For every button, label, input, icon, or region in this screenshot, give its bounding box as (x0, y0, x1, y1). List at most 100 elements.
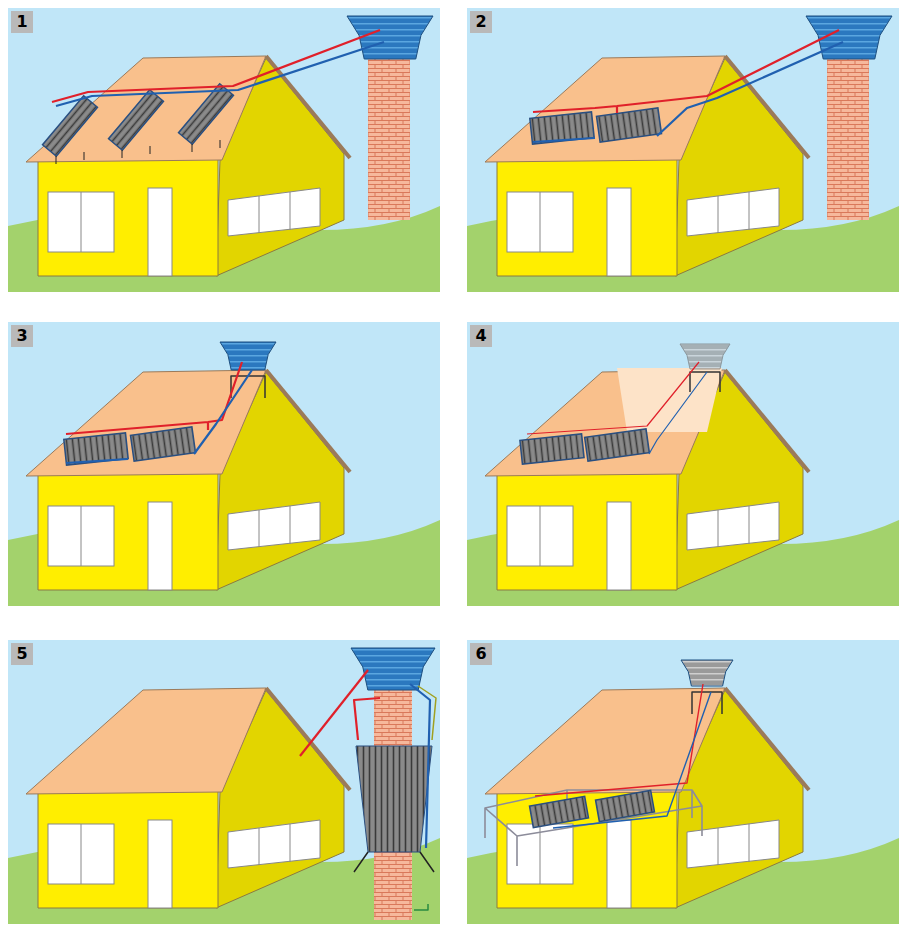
window (48, 192, 114, 252)
pipe (300, 670, 368, 756)
front-wall (497, 790, 677, 908)
callout-number: 2 (475, 14, 486, 30)
pipe (418, 686, 436, 740)
panel-number: 4 (470, 325, 492, 347)
pipe (266, 688, 350, 790)
window (687, 820, 779, 868)
water-tank (220, 342, 276, 370)
solar-collector (356, 746, 432, 852)
sky (8, 8, 440, 292)
pipe (553, 692, 711, 828)
pipe (718, 506, 749, 547)
pipe (56, 152, 84, 164)
panel-number: 3 (11, 325, 33, 347)
solar-collector (109, 90, 164, 151)
panel (8, 8, 440, 292)
panel (467, 8, 899, 292)
pipe (649, 372, 707, 454)
front-wall (38, 472, 218, 590)
water-tank (680, 344, 730, 369)
solar-collector (520, 434, 584, 464)
solar-collector (585, 429, 650, 461)
sky (8, 640, 440, 924)
pipe (81, 824, 82, 884)
water-tank (681, 660, 733, 686)
window (48, 506, 114, 566)
front-wall (497, 472, 677, 590)
pipe (266, 56, 350, 158)
solar-collector (596, 108, 661, 142)
pipe (535, 684, 703, 796)
pipe (192, 140, 220, 152)
pipe (718, 824, 749, 865)
pipe (725, 370, 809, 472)
callout-number: 1 (16, 14, 27, 30)
pipe (56, 42, 384, 106)
solar-collector (596, 790, 655, 821)
pipe (718, 192, 749, 233)
door (148, 502, 172, 590)
window (507, 506, 573, 566)
panel-number: 5 (11, 643, 33, 665)
window (687, 188, 779, 236)
pipe (410, 684, 430, 848)
door (148, 820, 172, 908)
roof (485, 56, 725, 162)
panel (467, 322, 899, 606)
door (607, 188, 631, 276)
roof (26, 370, 266, 476)
sky (467, 322, 899, 606)
pipe (66, 370, 252, 463)
sky (467, 640, 899, 924)
door (607, 502, 631, 590)
panel (467, 640, 899, 924)
front-wall (497, 158, 677, 276)
callout-number: 3 (16, 328, 27, 344)
window (228, 188, 320, 236)
chimney (368, 56, 410, 220)
pipe (527, 362, 699, 434)
front-wall (38, 158, 218, 276)
pipe (354, 852, 434, 872)
window (228, 502, 320, 550)
front-wall (38, 790, 218, 908)
panel (8, 640, 440, 924)
solar-collector (130, 427, 195, 461)
chimney (827, 56, 869, 220)
pipe (354, 698, 380, 740)
pipe (81, 192, 82, 252)
callout-number: 4 (475, 328, 486, 344)
panel-number: 6 (470, 643, 492, 665)
panel-number: 2 (470, 11, 492, 33)
pipe (533, 30, 839, 113)
pipe (266, 370, 350, 472)
pipe (414, 904, 428, 910)
pipe (540, 506, 541, 566)
sky (8, 322, 440, 606)
pipe (725, 688, 809, 790)
pipe (122, 146, 150, 158)
pipe (259, 192, 290, 233)
pipe (533, 42, 843, 142)
window (48, 824, 114, 884)
panel (8, 322, 440, 606)
roof (26, 56, 266, 162)
door (607, 820, 631, 908)
pipe (725, 56, 809, 158)
pipe (81, 506, 82, 566)
window (507, 192, 573, 252)
callout-number: 5 (16, 646, 27, 662)
door (148, 188, 172, 276)
pipe (485, 790, 702, 866)
pipe (540, 192, 541, 252)
pipe (259, 824, 290, 865)
roof (485, 688, 725, 794)
solar-collector (530, 796, 589, 827)
window (687, 502, 779, 550)
window (228, 820, 320, 868)
water-tank (351, 648, 435, 690)
panel-number: 1 (11, 11, 33, 33)
solar-collector (43, 96, 98, 157)
